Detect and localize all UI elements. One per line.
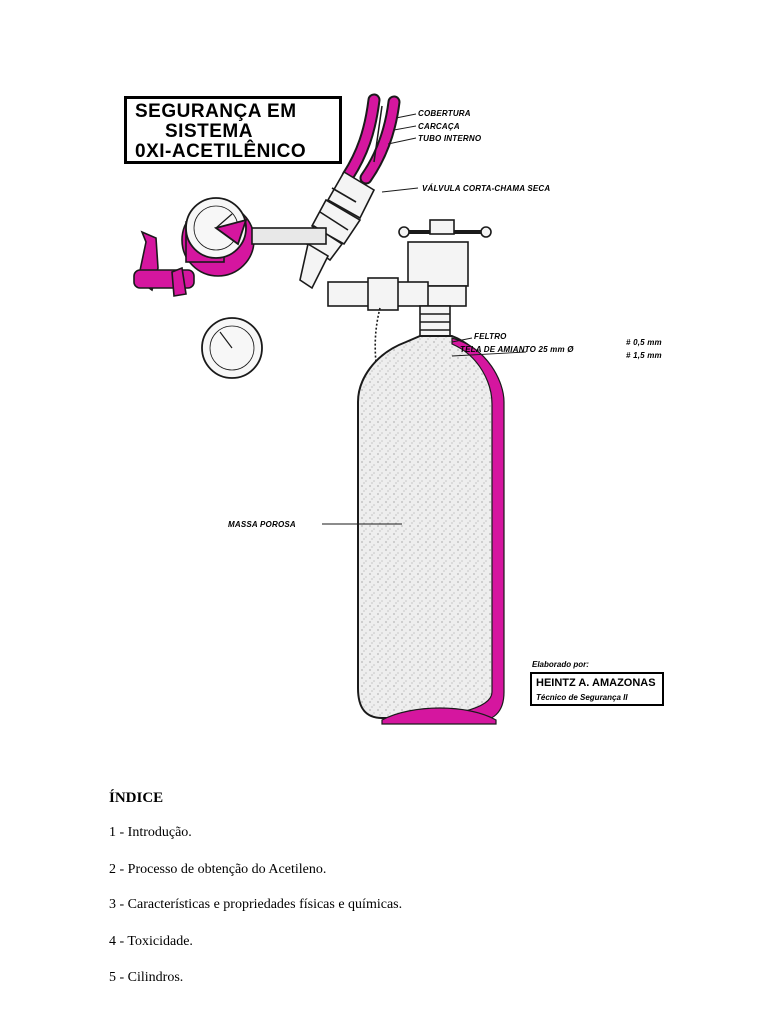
index-title: ÍNDICE bbox=[109, 790, 163, 807]
index-item: 3 - Características e propriedades físic… bbox=[109, 897, 402, 913]
label-tubo-interno: TUBO INTERNO bbox=[418, 134, 481, 143]
diagram-title-box: SEGURANÇA EM SISTEMA 0XI-ACETILÊNICO bbox=[124, 96, 342, 164]
credit-author: HEINTZ A. AMAZONAS bbox=[536, 677, 656, 689]
label-cobertura: COBERTURA bbox=[418, 109, 471, 118]
credit-box: HEINTZ A. AMAZONAS Técnico de Segurança … bbox=[530, 672, 664, 706]
label-tela: TELA DE AMIANTO 25 mm Ø bbox=[460, 345, 574, 354]
cylinder-body-icon bbox=[358, 336, 504, 724]
label-massa-porosa: MASSA POROSA bbox=[228, 520, 296, 529]
diagram-title-line-1: SEGURANÇA EM bbox=[135, 101, 297, 123]
credit-prefix: Elaborado por: bbox=[532, 660, 589, 669]
diagram-title-line-3: 0XI-ACETILÊNICO bbox=[135, 141, 306, 163]
label-feltro: FELTRO bbox=[474, 332, 507, 341]
diagram-title-line-2: SISTEMA bbox=[165, 121, 253, 143]
credit-role: Técnico de Segurança II bbox=[536, 693, 628, 702]
label-valvula: VÁLVULA CORTA-CHAMA SECA bbox=[422, 184, 550, 193]
label-dim-2: # 1,5 mm bbox=[626, 351, 662, 360]
label-dim-1: # 0,5 mm bbox=[626, 338, 662, 347]
acetylene-safety-illustration: SEGURANÇA EM SISTEMA 0XI-ACETILÊNICO COB… bbox=[112, 92, 674, 736]
label-carcaca: CARCAÇA bbox=[418, 122, 460, 131]
acetylene-cylinder-drawing bbox=[112, 92, 674, 736]
index-item: 1 - Introdução. bbox=[109, 825, 192, 841]
hose-icon bbox=[348, 100, 394, 178]
index-item: 2 - Processo de obtenção do Acetileno. bbox=[109, 862, 326, 878]
index-item: 4 - Toxicidade. bbox=[109, 934, 193, 950]
index-item: 5 - Cilindros. bbox=[109, 970, 183, 986]
